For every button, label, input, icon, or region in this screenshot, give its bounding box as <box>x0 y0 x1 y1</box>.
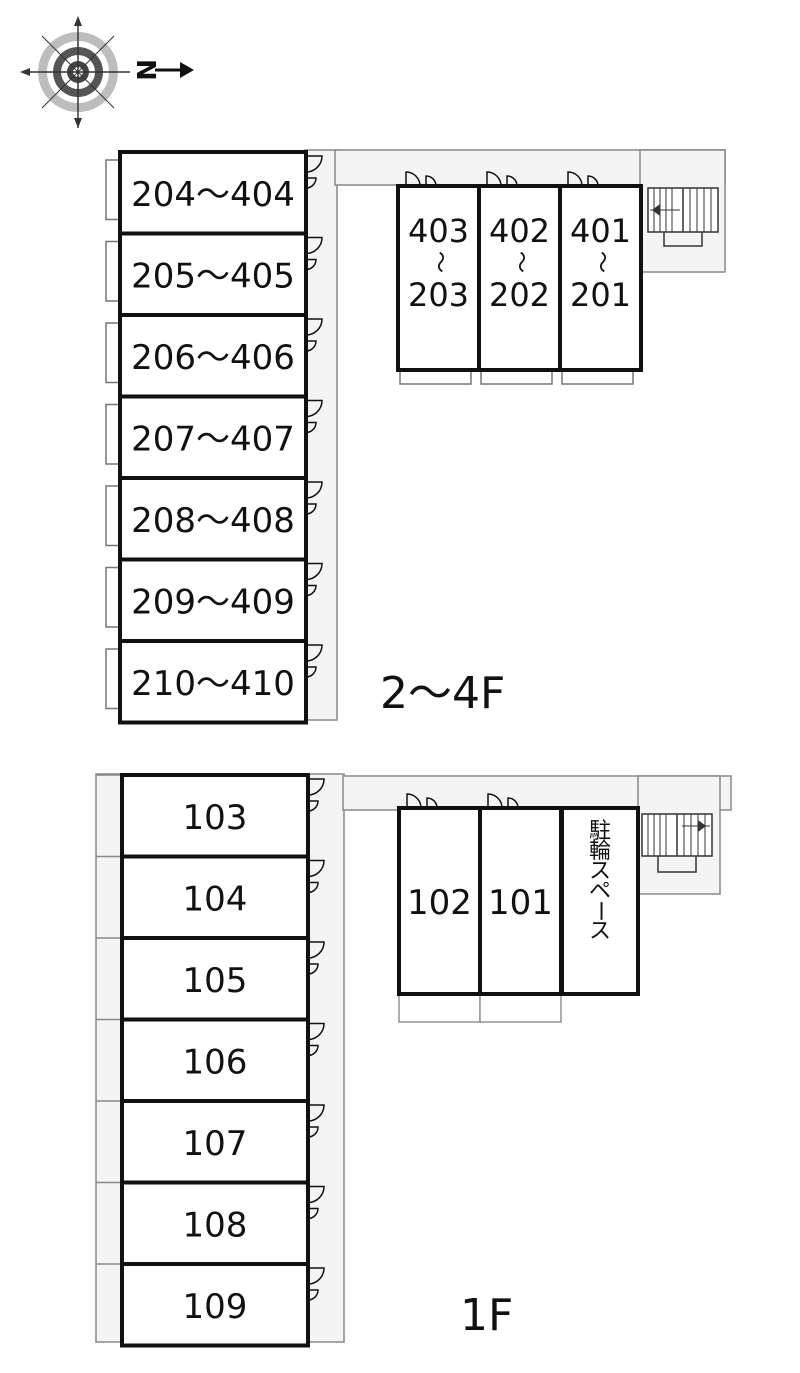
unit-number-top: 402 <box>489 212 550 250</box>
unit-number: 109 <box>183 1287 248 1327</box>
unit-number-top: 403 <box>408 212 469 250</box>
lower-west-units: 103 104 105 106 107 108 109 <box>96 773 325 1348</box>
unit-number: 206〜406 <box>131 338 295 378</box>
door-icon <box>567 171 599 187</box>
unit-number: 209〜409 <box>131 582 295 622</box>
unit-number: 108 <box>183 1205 248 1245</box>
lower-unit-room <box>478 806 563 996</box>
door-icon <box>486 171 518 187</box>
door-icon <box>305 318 323 352</box>
door-icon <box>307 859 325 894</box>
upper-unit-room <box>558 184 643 372</box>
door-icon <box>307 1022 325 1057</box>
upper-floor-label: 2〜4F <box>380 668 505 719</box>
lower-corridor-vertical <box>307 773 345 1343</box>
unit-number: 208〜408 <box>131 501 295 541</box>
bike-parking-char: ペ <box>589 879 611 904</box>
door-icon <box>487 793 519 809</box>
unit-range-separator: 〜 <box>427 251 452 273</box>
lower-unit-room <box>120 1262 310 1348</box>
door-icon <box>305 481 323 515</box>
unit-number: 104 <box>183 879 248 919</box>
upper-corridor-vertical <box>304 149 338 721</box>
unit-number: 107 <box>183 1124 248 1164</box>
lower-unit-room <box>120 1180 310 1266</box>
bike-parking-char: 輪 <box>589 839 611 864</box>
upper-unit-room <box>118 231 308 317</box>
unit-number: 101 <box>488 883 553 923</box>
unit-number-bottom: 203 <box>408 276 469 314</box>
bike-parking-room <box>560 806 640 996</box>
lower-north-units: 102 101 <box>397 793 563 1023</box>
upper-unit-room <box>118 150 308 236</box>
lower-balcony <box>479 993 562 1023</box>
unit-number-bottom: 201 <box>570 276 631 314</box>
lower-floor-label: 1F <box>460 1290 513 1341</box>
bike-parking-char: 駐 <box>589 819 611 844</box>
door-icon <box>307 1185 325 1220</box>
bike-parking-char: ス <box>589 919 611 944</box>
lower-unit-room <box>120 936 310 1022</box>
lower-unit-room <box>120 773 310 859</box>
door-icon <box>305 236 323 271</box>
unit-range-separator: 〜 <box>508 251 533 273</box>
door-icon <box>307 778 325 812</box>
north-label: N <box>130 59 160 81</box>
unit-number: 105 <box>183 961 248 1001</box>
unit-number: 103 <box>183 798 248 838</box>
door-icon <box>307 1104 325 1138</box>
unit-number: 210〜410 <box>131 664 295 704</box>
upper-unit-room <box>118 313 308 399</box>
compass-rose-icon <box>20 16 194 128</box>
door-icon <box>305 155 323 189</box>
unit-number: 102 <box>407 883 472 923</box>
door-icon <box>406 793 438 809</box>
lower-unit-room <box>120 1099 310 1185</box>
unit-number-top: 401 <box>570 212 631 250</box>
upper-unit-room <box>118 639 308 725</box>
lower-stairs-icon <box>641 813 713 873</box>
unit-range-separator: 〜 <box>589 251 614 273</box>
door-icon <box>305 399 323 434</box>
upper-west-units: 204〜404 205〜405 206〜406 207〜407 208〜408 209〜4… <box>118 150 323 725</box>
unit-number-bottom: 202 <box>489 276 550 314</box>
door-icon <box>307 1267 325 1301</box>
door-icon <box>405 171 437 187</box>
upper-floor-plan: 204〜404 205〜405 206〜406 207〜407 208〜408 209〜4… <box>105 149 726 725</box>
lower-balcony-strip <box>95 773 124 1343</box>
door-icon <box>307 941 325 975</box>
door-icon <box>305 562 323 597</box>
lower-balcony <box>398 993 481 1023</box>
upper-stairs-icon <box>647 187 719 247</box>
bike-parking-char: ー <box>587 900 612 922</box>
door-icon <box>305 644 323 678</box>
upper-unit-room <box>118 557 308 643</box>
bike-parking-char: ス <box>589 859 611 884</box>
unit-number: 106 <box>183 1042 248 1082</box>
unit-number: 207〜407 <box>131 419 295 459</box>
unit-number: 204〜404 <box>131 175 295 215</box>
unit-number: 205〜405 <box>131 256 295 296</box>
